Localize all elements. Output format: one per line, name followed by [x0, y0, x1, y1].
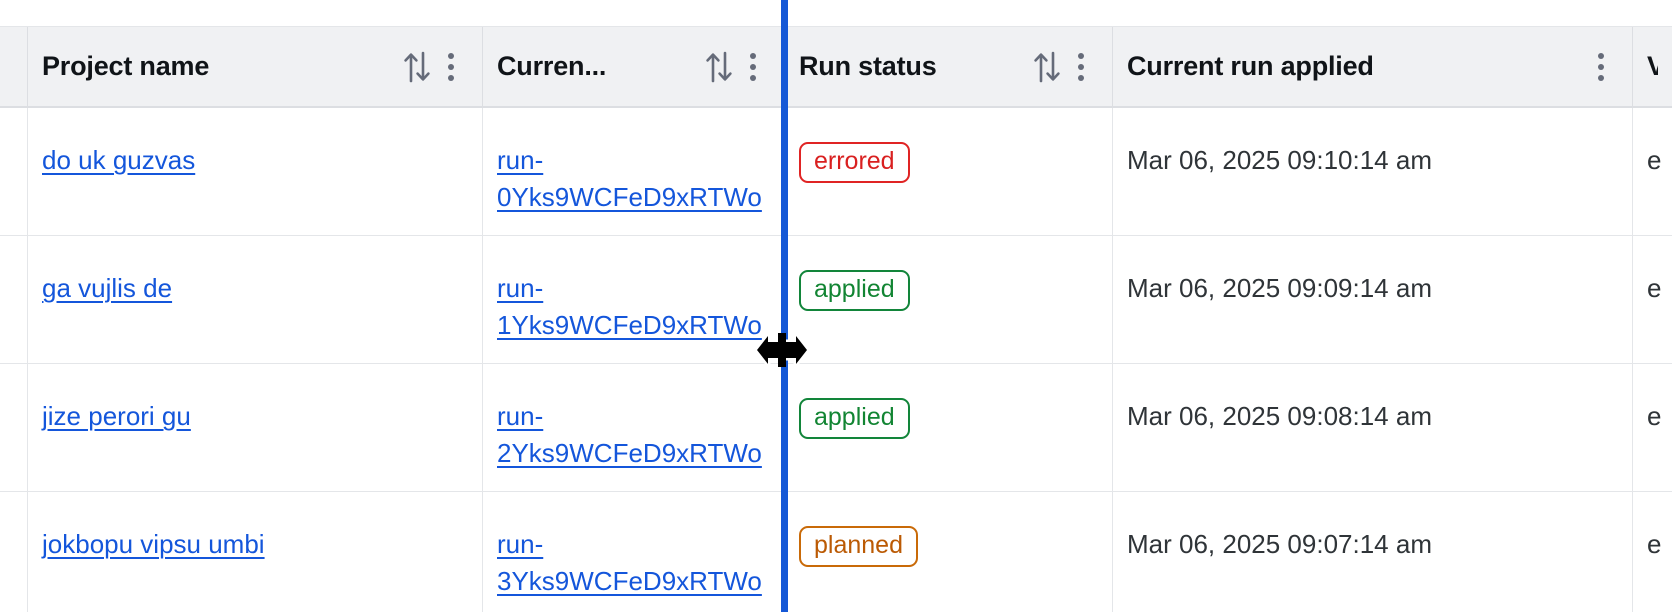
sort-icon[interactable] [1030, 50, 1064, 84]
cell-run-status: planned [785, 492, 1113, 612]
project-name-link[interactable]: do uk guzvas [42, 145, 196, 175]
status-badge: planned [799, 526, 918, 567]
current-run-applied-value: Mar 06, 2025 09:07:14 am [1127, 529, 1432, 559]
header-label-project-name: Project name [42, 51, 210, 81]
table-row[interactable]: jokbopu vipsu umbi run-3Yks9WCFeD9xRTWo … [0, 492, 1672, 612]
current-run-applied-value: Mar 06, 2025 09:10:14 am [1127, 145, 1432, 175]
sort-icon[interactable] [702, 50, 736, 84]
cell-current-run-applied: Mar 06, 2025 09:07:14 am [1113, 492, 1633, 612]
cell-run-status: errored [785, 108, 1113, 235]
next-column-partial-value: e [1647, 529, 1662, 559]
kebab-menu-icon[interactable] [434, 50, 468, 84]
current-run-applied-value: Mar 06, 2025 09:08:14 am [1127, 401, 1432, 431]
header-cell-current-run-applied[interactable]: Current run applied [1113, 27, 1633, 106]
cell-run-status: applied [785, 236, 1113, 363]
projects-table: Project name Curren... [0, 26, 1672, 612]
sort-icon[interactable] [400, 50, 434, 84]
current-run-applied-value: Mar 06, 2025 09:09:14 am [1127, 273, 1432, 303]
cell-next-column-partial: e [1633, 364, 1672, 491]
project-name-link[interactable]: jokbopu vipsu umbi [42, 529, 265, 559]
cell-next-column-partial: e [1633, 492, 1672, 612]
next-column-partial-value: e [1647, 145, 1662, 175]
row-gutter-cell [0, 236, 28, 363]
cell-current-run: run-3Yks9WCFeD9xRTWo [483, 492, 785, 612]
row-gutter-cell [0, 108, 28, 235]
cell-next-column-partial: e [1633, 108, 1672, 235]
kebab-menu-icon[interactable] [1064, 50, 1098, 84]
next-column-partial-value: e [1647, 401, 1662, 431]
table-row[interactable]: jize perori gu run-2Yks9WCFeD9xRTWo appl… [0, 364, 1672, 492]
cell-project-name: ga vujlis de [28, 236, 483, 363]
kebab-menu-icon[interactable] [1584, 50, 1618, 84]
header-cell-current-run[interactable]: Curren... [483, 27, 785, 106]
table-row[interactable]: ga vujlis de run-1Yks9WCFeD9xRTWo applie… [0, 236, 1672, 364]
row-gutter-cell [0, 492, 28, 612]
status-badge: applied [799, 270, 910, 311]
header-cell-next-column-partial[interactable]: V [1633, 27, 1672, 106]
status-badge: applied [799, 398, 910, 439]
header-label-run-status: Run status [799, 51, 937, 81]
cell-current-run-applied: Mar 06, 2025 09:09:14 am [1113, 236, 1633, 363]
header-label-next-column-partial: V [1647, 51, 1658, 82]
next-column-partial-value: e [1647, 273, 1662, 303]
cell-next-column-partial: e [1633, 236, 1672, 363]
status-badge: errored [799, 142, 910, 183]
current-run-link[interactable]: run-3Yks9WCFeD9xRTWo [497, 529, 762, 596]
cell-run-status: applied [785, 364, 1113, 491]
cell-current-run: run-2Yks9WCFeD9xRTWo [483, 364, 785, 491]
header-label-current-run: Curren... [497, 51, 607, 81]
kebab-menu-icon[interactable] [736, 50, 770, 84]
row-gutter-cell [0, 364, 28, 491]
project-name-link[interactable]: ga vujlis de [42, 273, 173, 303]
cell-project-name: jize perori gu [28, 364, 483, 491]
cell-current-run: run-1Yks9WCFeD9xRTWo [483, 236, 785, 363]
current-run-link[interactable]: run-2Yks9WCFeD9xRTWo [497, 401, 762, 468]
cell-project-name: jokbopu vipsu umbi [28, 492, 483, 612]
cell-current-run: run-0Yks9WCFeD9xRTWo [483, 108, 785, 235]
current-run-link[interactable]: run-1Yks9WCFeD9xRTWo [497, 273, 762, 340]
cell-current-run-applied: Mar 06, 2025 09:10:14 am [1113, 108, 1633, 235]
header-cell-project-name[interactable]: Project name [28, 27, 483, 106]
table-header-row: Project name Curren... [0, 26, 1672, 108]
header-cell-gutter [0, 27, 28, 106]
cell-current-run-applied: Mar 06, 2025 09:08:14 am [1113, 364, 1633, 491]
table-top-strip [0, 0, 1672, 26]
cell-project-name: do uk guzvas [28, 108, 483, 235]
project-name-link[interactable]: jize perori gu [42, 401, 191, 431]
header-cell-run-status[interactable]: Run status [785, 27, 1113, 106]
header-label-current-run-applied: Current run applied [1127, 51, 1374, 81]
table-row[interactable]: do uk guzvas run-0Yks9WCFeD9xRTWo errore… [0, 108, 1672, 236]
current-run-link[interactable]: run-0Yks9WCFeD9xRTWo [497, 145, 762, 212]
